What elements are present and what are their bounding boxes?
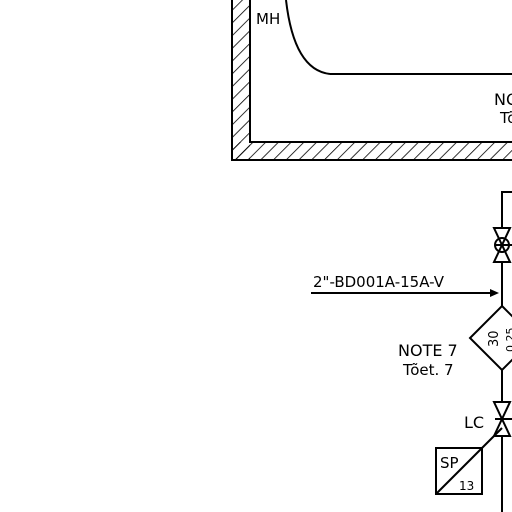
wall-outer-line <box>231 0 512 161</box>
spec-box: SP 13 <box>435 427 503 495</box>
wall-hatch-left <box>232 0 250 160</box>
spec-box-bottom: 13 <box>459 479 474 493</box>
hatched-wall <box>231 0 512 161</box>
valve-upper-icon <box>492 227 512 263</box>
wall-hatch-bottom <box>232 142 512 160</box>
note7-local: Tõet. 7 <box>402 361 454 379</box>
pipe-top-branch <box>501 191 512 228</box>
line-tag: 2"-BD001A-15A-V <box>313 273 445 291</box>
note7-en: NOTE 7 <box>398 341 458 360</box>
valve-lc-icon <box>492 401 512 437</box>
manhole-label: MH <box>256 10 280 28</box>
note-top-en: NO <box>494 90 512 109</box>
diamond-value-partial: 0.25 <box>504 328 512 353</box>
note-top-local: Tõ <box>499 109 512 127</box>
arrow-head-icon <box>490 289 499 297</box>
pipe-vertical <box>501 191 512 512</box>
manhole-curve <box>285 0 331 75</box>
diamond-value: 30 <box>487 330 502 347</box>
valve-lc-label: LC <box>464 413 484 432</box>
wall-inner-line <box>249 0 512 143</box>
diamond-instrument: 30 0.25 <box>468 304 512 372</box>
spec-box-top: SP <box>440 454 459 472</box>
